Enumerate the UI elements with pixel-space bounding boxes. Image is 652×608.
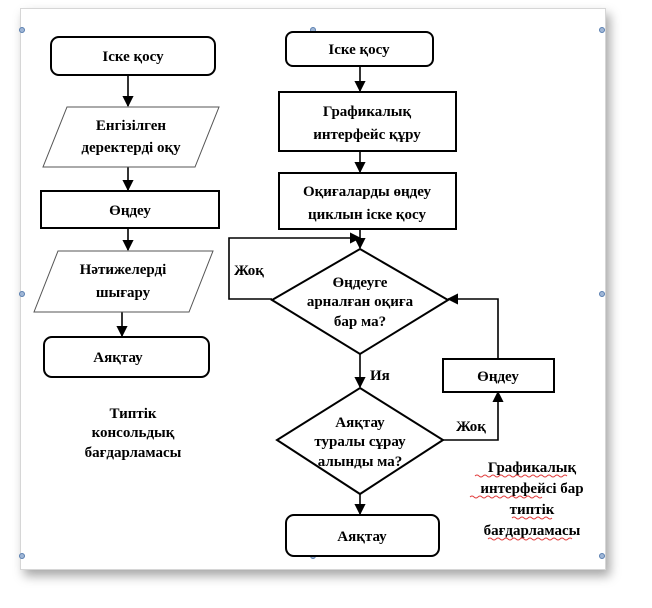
right-event-loop-line2: циклын іске қосу — [308, 207, 427, 223]
right-start-label: Іске қосу — [328, 42, 390, 58]
spellcheck-underline — [474, 474, 568, 478]
right-decision2-line2: туралы сұрау — [314, 434, 406, 450]
selection-handle[interactable] — [599, 553, 605, 559]
left-caption-line3: бағдарламасы — [85, 445, 182, 461]
selection-handle[interactable] — [599, 291, 605, 297]
right-start-terminal — [285, 31, 434, 67]
selection-handle[interactable] — [19, 27, 25, 33]
left-process-box — [40, 190, 220, 229]
right-decision2-line3: алынды ма? — [318, 454, 403, 470]
left-end-label: Аяқтау — [93, 350, 143, 366]
left-process-label: Өңдеу — [109, 203, 151, 219]
left-input-parallelogram — [42, 106, 220, 168]
right-end-label: Аяқтау — [337, 529, 387, 545]
right-caption-line3: типтік — [510, 502, 555, 518]
left-input-line1: Енгізілген — [96, 118, 167, 134]
right-process-label: Өңдеу — [477, 369, 519, 385]
right-event-loop-line1: Оқиғаларды өңдеу — [303, 184, 432, 200]
left-input-line2: деректерді оқу — [81, 140, 181, 156]
left-output-line2: шығару — [96, 285, 151, 301]
arrow-decision1-no-loop — [228, 232, 362, 300]
left-start-label: Іске қосу — [102, 49, 164, 65]
right-event-loop-box — [278, 172, 457, 230]
spellcheck-underline — [487, 537, 573, 541]
spellcheck-underline — [469, 495, 543, 499]
arrow-decision2-no — [443, 390, 504, 441]
right-end-terminal — [285, 514, 440, 557]
right-caption-line4: бағдарламасы — [484, 523, 581, 539]
right-decision2-diamond — [275, 386, 445, 496]
right-decision1-yes-label: Ия — [370, 368, 390, 384]
right-create-ui-box — [278, 91, 457, 152]
selection-handle[interactable] — [19, 291, 25, 297]
left-start-terminal — [50, 36, 216, 76]
right-decision2-line1: Аяқтау — [335, 415, 385, 431]
spellcheck-underline — [511, 516, 553, 520]
arrow-process-to-decision1 — [446, 293, 499, 358]
right-decision2-no-label: Жоқ — [456, 419, 486, 435]
right-decision1-line3: бар ма? — [334, 314, 386, 330]
right-caption-line2: интерфейсі бар — [480, 481, 583, 497]
right-decision1-line1: Өңдеуге — [333, 275, 388, 291]
left-caption-line2: консольдық — [92, 425, 175, 441]
left-output-line1: Нәтижелерді — [80, 262, 167, 278]
right-decision1-diamond — [270, 247, 450, 356]
right-process-box — [442, 358, 555, 393]
right-create-ui-line1: Графикалық — [323, 104, 412, 120]
left-caption-line1: Типтік — [109, 406, 156, 422]
selection-handle[interactable] — [19, 553, 25, 559]
left-end-terminal — [43, 336, 210, 378]
right-create-ui-line2: интерфейс құру — [313, 127, 421, 143]
left-output-parallelogram — [33, 250, 214, 313]
selection-handle[interactable] — [599, 27, 605, 33]
right-decision1-no-label: Жоқ — [234, 263, 264, 279]
right-decision1-line2: арналған оқиға — [307, 294, 414, 310]
right-caption-line1: Графикалық — [488, 460, 577, 476]
